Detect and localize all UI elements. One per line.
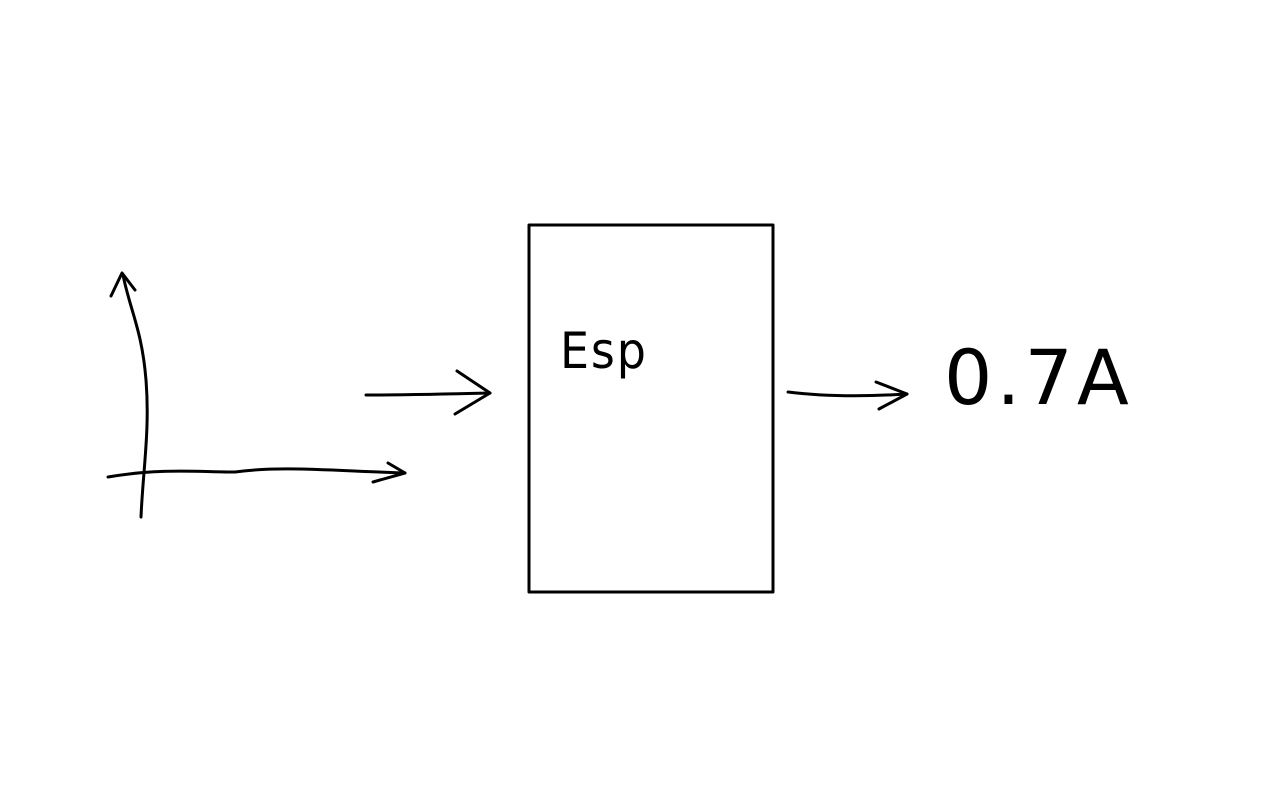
x-axis-line (106, 467, 407, 479)
output-arrow-shaft (786, 390, 909, 398)
input-arrow-head (453, 369, 492, 416)
input-arrow-shaft (364, 391, 492, 397)
block-label: Esp (560, 322, 648, 380)
y-axis-line (121, 273, 149, 519)
axes-sketch (106, 271, 407, 519)
y-axis-arrowhead (109, 271, 137, 298)
esp-block (527, 223, 775, 594)
output-value-label: 0.7A (944, 333, 1133, 422)
output-arrow-head (874, 380, 909, 411)
output-arrow (786, 380, 909, 411)
x-axis-arrowhead (371, 461, 407, 484)
input-arrow (364, 369, 492, 416)
